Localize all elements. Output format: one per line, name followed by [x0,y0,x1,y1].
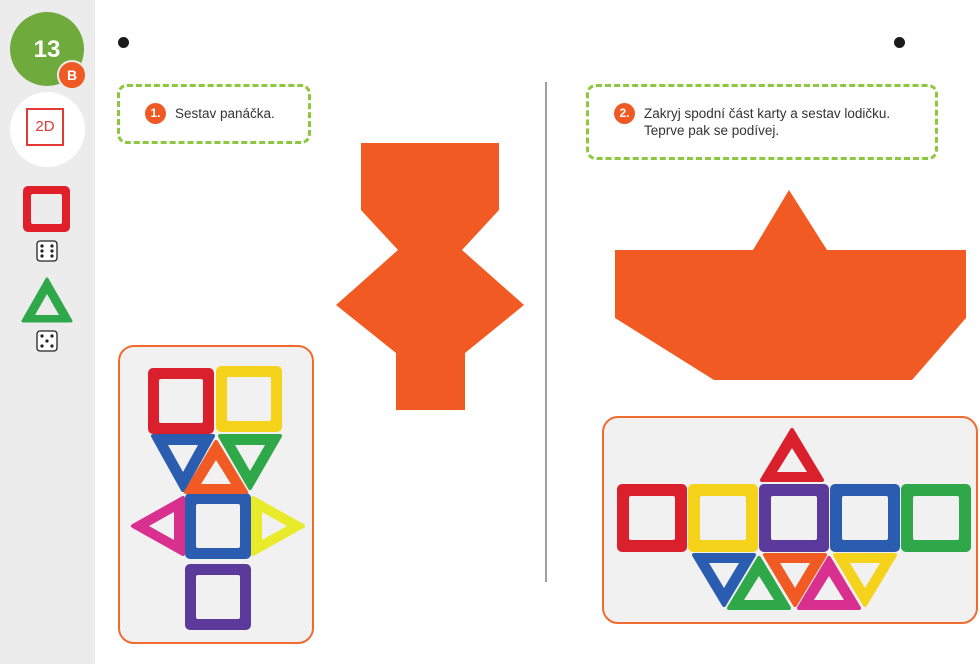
red-square-piece [148,368,214,434]
lime-triangle-piece [251,496,305,556]
dice-five-icon [36,330,58,352]
punch-hole-left [118,37,129,48]
green-square-piece [901,484,971,552]
green-triangle-piece [218,434,282,490]
triangle-piece-icon [21,277,73,323]
green-triangle-piece [727,556,791,610]
task-2-number: 2. [614,103,635,124]
task-1-box: 1. Sestav panáčka. [117,84,311,144]
card-number-badge: 13 [10,12,84,86]
square-piece-icon [23,186,70,232]
purple-square-piece [185,564,251,630]
task-1-text: Sestav panáčka. [175,106,275,121]
figure-photo [118,345,314,644]
figure-silhouette [336,143,524,410]
task-2-box: 2. Zakryj spodní část karty a sestav lod… [586,84,938,160]
task-2-text: Zakryj spodní část karty a sestav lodičk… [644,106,891,138]
mode-indicator: 2D [10,92,85,167]
blue-triangle-piece [151,434,215,492]
task-1-number: 1. [145,103,166,124]
yellow-square-piece [216,366,282,432]
boat-silhouette [615,190,966,380]
yellow-triangle-piece [833,553,897,607]
dice-six-icon [36,240,58,262]
page-divider [545,82,547,582]
yellow-square-piece [688,484,758,552]
pink-triangle-piece [797,556,861,610]
purple-square-piece [759,484,829,552]
orange-triangle-piece [763,553,827,607]
red-square-piece [617,484,687,552]
boat-photo [602,416,978,624]
card-number: 13 [33,36,61,63]
piece-legend [21,186,73,352]
blue-triangle-piece [692,553,756,607]
card-variant-badge: B [57,60,87,90]
blue-square-piece [185,493,251,559]
pink-triangle-piece [131,496,185,556]
blue-square-piece [830,484,900,552]
punch-hole-right [894,37,905,48]
sidebar: 13 B 2D [0,0,95,664]
orange-triangle-piece [184,440,248,494]
mode-label: 2D [26,108,64,146]
red-triangle-piece [760,428,824,482]
